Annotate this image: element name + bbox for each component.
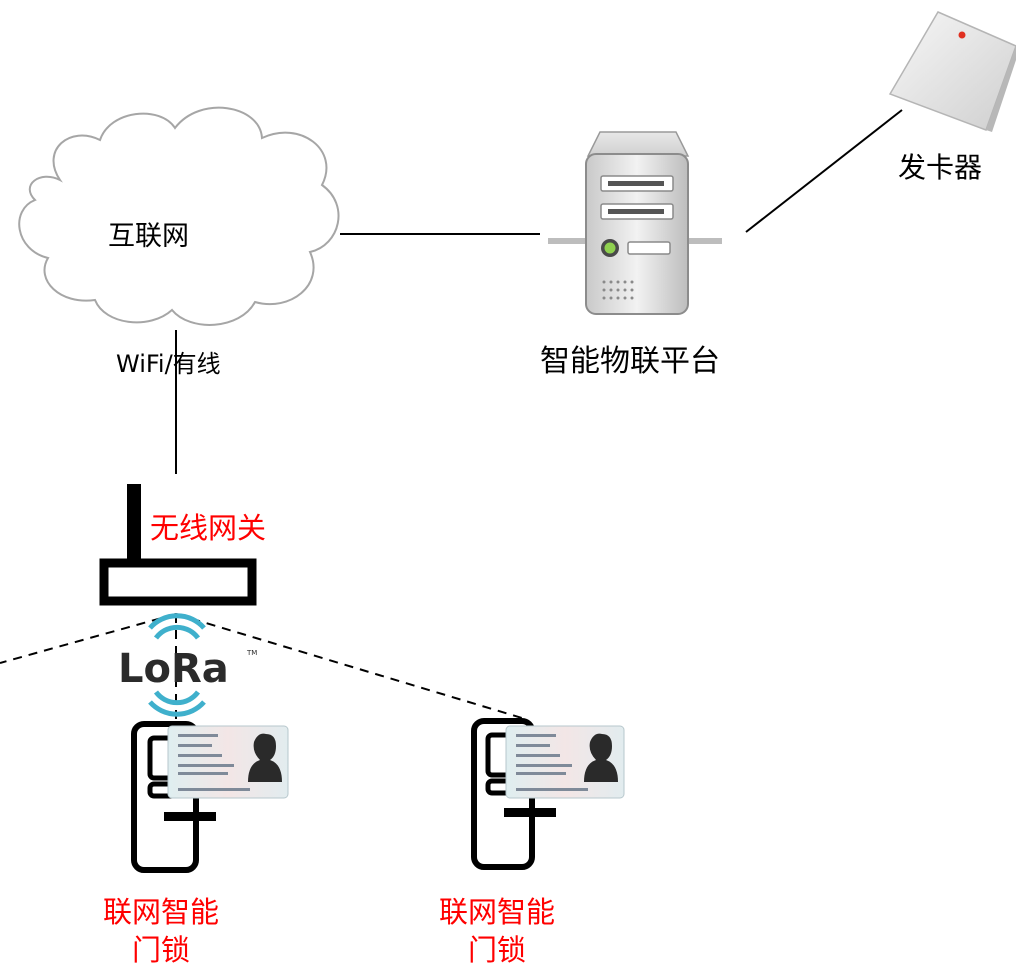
lock-left-label-line1: 联网智能 bbox=[102, 895, 219, 929]
platform-label: 智能物联平台 bbox=[540, 344, 720, 379]
id-card-icon bbox=[167, 725, 289, 799]
card-issuer-label: 发卡器 bbox=[898, 151, 983, 184]
internet-label: 互联网 bbox=[108, 221, 189, 252]
lora-text: LoRa bbox=[118, 646, 229, 692]
server-icon bbox=[548, 131, 722, 315]
card-reader-icon bbox=[888, 11, 1016, 132]
wireless-gateway-icon bbox=[99, 484, 257, 606]
internet-gateway-link-label: WiFi/有线 bbox=[116, 350, 221, 378]
lock-right-label-line2: 门锁 bbox=[467, 933, 526, 967]
link-gateway-lock-left-offscreen bbox=[0, 613, 177, 664]
lock-right-label: 联网智能 门锁 bbox=[424, 893, 570, 969]
lock-left-label-line2: 门锁 bbox=[131, 933, 190, 967]
id-card-icon bbox=[505, 725, 625, 799]
cloud-icon bbox=[18, 106, 340, 326]
link-gateway-lock-right bbox=[175, 613, 523, 719]
lora-trademark: TM bbox=[246, 649, 257, 657]
lora-logo: LoRa TM bbox=[118, 613, 257, 717]
lock-left-label: 联网智能 门锁 bbox=[88, 893, 234, 969]
link-platform-card-issuer bbox=[745, 109, 903, 233]
lock-right-label-line1: 联网智能 bbox=[438, 895, 555, 929]
gateway-label: 无线网关 bbox=[150, 511, 267, 545]
